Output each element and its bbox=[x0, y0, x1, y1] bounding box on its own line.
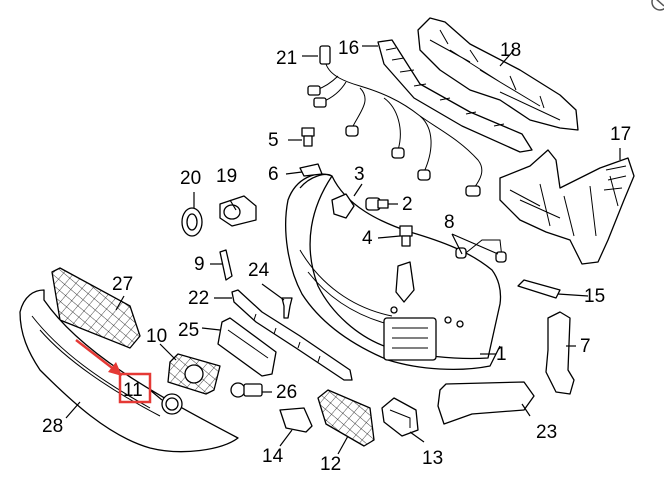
callout-13: 13 bbox=[422, 448, 443, 469]
highlight-arrow bbox=[75, 339, 122, 376]
callout-18: 18 bbox=[500, 40, 521, 61]
part-9-bracket bbox=[219, 249, 233, 281]
callout-6: 6 bbox=[268, 164, 279, 185]
callout-19: 19 bbox=[216, 166, 237, 187]
part-7-side-bracket bbox=[545, 311, 575, 395]
callout-10: 10 bbox=[146, 326, 167, 347]
callout-16: 16 bbox=[338, 38, 359, 59]
callout-11: 11 bbox=[123, 380, 143, 401]
callout-7: 7 bbox=[580, 336, 591, 357]
close-icon[interactable] bbox=[651, 0, 664, 11]
part-22-reinforcement bbox=[231, 289, 353, 381]
part-5-screw bbox=[301, 127, 315, 147]
callout-21: 21 bbox=[276, 48, 297, 69]
callout-17: 17 bbox=[610, 124, 631, 145]
part-28-lower-spoiler bbox=[19, 289, 239, 453]
callout-14: 14 bbox=[262, 446, 284, 467]
part-3-sensor-clip bbox=[331, 193, 355, 219]
callout-4: 4 bbox=[362, 228, 373, 249]
callout-5: 5 bbox=[268, 130, 279, 151]
part-20-sensor-ring bbox=[181, 207, 203, 237]
part-19-park-sensor bbox=[219, 195, 257, 227]
part-17-side-bracket bbox=[499, 149, 635, 265]
part-26-fog-lamp bbox=[230, 382, 263, 398]
part-25-license-bracket bbox=[217, 317, 277, 377]
callout-9: 9 bbox=[194, 254, 205, 275]
part-18-absorber bbox=[417, 17, 579, 131]
leader-lines bbox=[65, 45, 621, 455]
callout-22: 22 bbox=[188, 288, 209, 309]
callout-15: 15 bbox=[584, 286, 605, 307]
part-12-lower-grille bbox=[317, 389, 375, 447]
part-14-cover bbox=[279, 407, 313, 433]
part-1-bumper-cover bbox=[285, 173, 502, 371]
part-6-clip bbox=[299, 163, 323, 177]
part-15-plate bbox=[517, 279, 561, 299]
callout-24: 24 bbox=[248, 260, 270, 281]
callout-3: 3 bbox=[354, 164, 365, 185]
callout-26: 26 bbox=[276, 382, 297, 403]
part-2-bolt bbox=[365, 197, 389, 211]
part-24-clip bbox=[281, 297, 293, 319]
callout-8: 8 bbox=[444, 212, 455, 233]
callout-20: 20 bbox=[180, 168, 201, 189]
callout-1: 1 bbox=[496, 344, 507, 365]
callout-25: 25 bbox=[178, 320, 199, 341]
part-13-bracket bbox=[381, 397, 419, 437]
callout-12: 12 bbox=[320, 454, 341, 475]
highlight-box bbox=[118, 372, 152, 404]
part-21-wiring-harness bbox=[307, 45, 483, 197]
part-11-ring bbox=[161, 393, 183, 415]
part-16-impact-strip bbox=[377, 39, 533, 153]
part-23-lower-strip bbox=[437, 381, 535, 425]
callout-2: 2 bbox=[402, 194, 413, 215]
part-4-bolt bbox=[399, 225, 413, 247]
part-10-fog-grille bbox=[167, 353, 221, 395]
callout-27: 27 bbox=[112, 274, 133, 295]
callout-23: 23 bbox=[536, 422, 557, 443]
callout-28: 28 bbox=[42, 416, 63, 437]
